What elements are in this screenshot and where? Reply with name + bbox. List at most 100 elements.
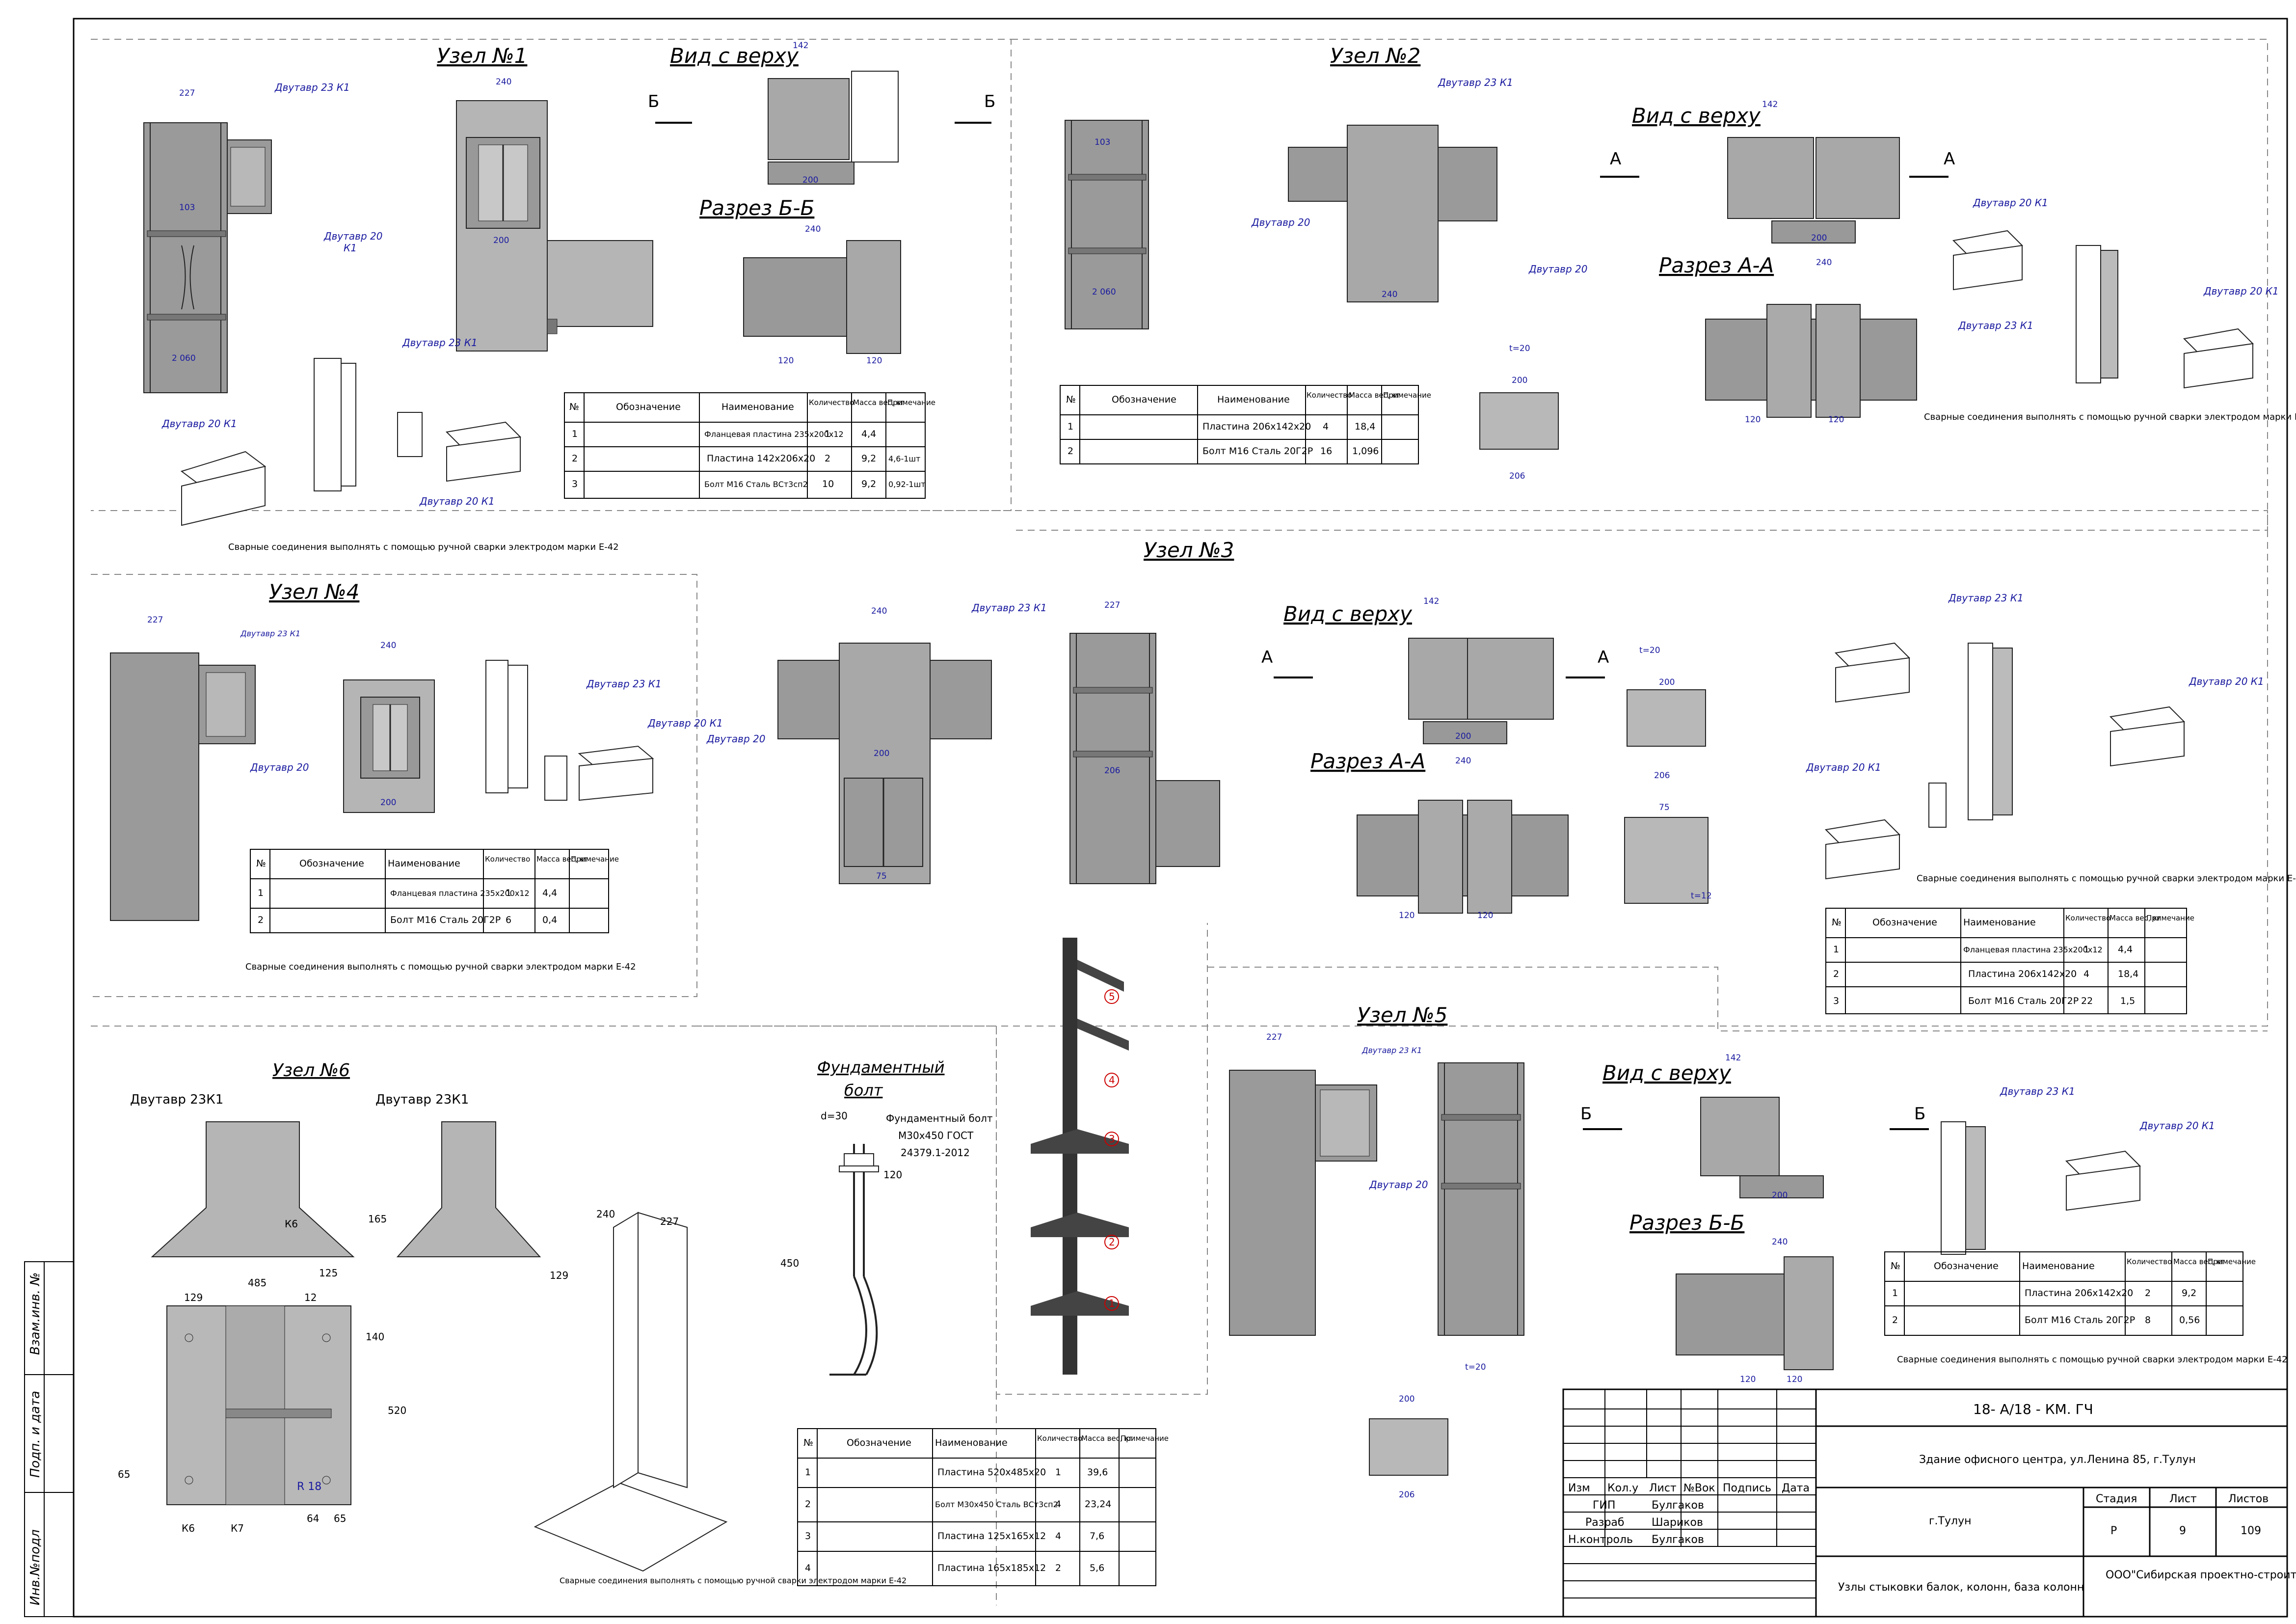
dim-240-n5-sec: 240 bbox=[1772, 1237, 1788, 1247]
t1-r1-c0: 1 bbox=[572, 429, 578, 439]
cut-letter-b-right-5: Б bbox=[1914, 1104, 1925, 1124]
t4-h4: Масса вес, кг bbox=[536, 855, 588, 864]
n1-iso-20b: Двутавр 20 К1 bbox=[419, 495, 495, 507]
n6-label-k6a: К6 bbox=[285, 1218, 298, 1230]
t6-h5: Примечание bbox=[1121, 1434, 1169, 1443]
stamp-r1-name: Булгаков bbox=[1652, 1499, 1704, 1512]
node2-section-title: Разрез А-А bbox=[1659, 253, 1774, 277]
bolt-desc-1: Фундаментный болт bbox=[886, 1112, 993, 1124]
title-block-text: 18- А/18 - КМ. ГЧ Здание офисного центра… bbox=[1568, 1401, 2296, 1594]
n6-beam-b: Двутавр 23К1 bbox=[375, 1092, 469, 1107]
n2-beam-20: Двутавр 20 bbox=[1251, 217, 1310, 228]
frame-sketches[interactable] bbox=[1031, 938, 1129, 1375]
t4-r1-c3: 1 bbox=[506, 888, 511, 898]
stamp-sheet-label: Лист bbox=[2169, 1493, 2197, 1505]
t4-h3: Количество bbox=[485, 855, 530, 864]
table1: № Обозначение Наименование Количество Ма… bbox=[569, 398, 935, 489]
stamp-r2-name: Шариков bbox=[1652, 1516, 1703, 1529]
node5-title: Узел №5 bbox=[1357, 1003, 1447, 1027]
frame-number-5: 5 bbox=[1109, 991, 1115, 1002]
table-grids bbox=[250, 385, 2243, 1586]
dim-200-n5: 200 bbox=[1772, 1191, 1788, 1200]
t1-r3-c0: 3 bbox=[572, 479, 578, 489]
t3-r1-c4: 4,4 bbox=[2118, 944, 2133, 955]
dim-t20-n2: t=20 bbox=[1509, 344, 1530, 353]
t5-r1-c2: Пластина 206х142х20 bbox=[2025, 1288, 2133, 1299]
t3-r1-c0: 1 bbox=[1833, 944, 1839, 955]
dim-120-n2-a: 120 bbox=[1745, 415, 1761, 425]
t4-r2-c0: 2 bbox=[258, 915, 264, 925]
bolt-diameter: d=30 bbox=[821, 1110, 848, 1122]
t3-h5: Примечание bbox=[2146, 914, 2194, 922]
t1-r2-c0: 2 bbox=[572, 453, 578, 464]
stamp-object: Здание офисного центра, ул.Ленина 85, г.… bbox=[1919, 1454, 2196, 1466]
n6-dim-65-b: 65 bbox=[334, 1513, 346, 1524]
t2-r2-c0: 2 bbox=[1068, 446, 1073, 457]
n6-dim-227: 227 bbox=[660, 1216, 679, 1227]
t5-h0: № bbox=[1891, 1261, 1900, 1272]
n6-label-k7: К7 bbox=[231, 1522, 244, 1534]
t6-r4-c3: 2 bbox=[1055, 1563, 1061, 1573]
dim-t20-n5: t=20 bbox=[1465, 1362, 1486, 1372]
table6: № Обозначение Наименование Количество Ма… bbox=[803, 1434, 1169, 1573]
bolt-title-2: болт bbox=[844, 1081, 883, 1100]
t1-h0: № bbox=[569, 402, 579, 412]
dim-t12-n3: t=12 bbox=[1691, 891, 1712, 901]
t4-h0: № bbox=[256, 858, 266, 869]
n5-beam-20: Двутавр 20 bbox=[1369, 1179, 1428, 1191]
dim-120-n1-a: 120 bbox=[778, 356, 794, 366]
dim-240-n1: 240 bbox=[496, 77, 511, 87]
n4-iso-20: Двутавр 20 К1 bbox=[647, 717, 723, 729]
dim-240-n2: 240 bbox=[1382, 290, 1397, 299]
title-block bbox=[1562, 1388, 2288, 1618]
t6-r2-c4: 23,24 bbox=[1085, 1499, 1111, 1510]
dim-2060-n1: 2 060 bbox=[172, 353, 196, 363]
t3-r2-c0: 2 bbox=[1833, 969, 1839, 979]
node1-top-view-title: Вид с верху bbox=[670, 44, 799, 68]
stamp-sheet: 9 bbox=[2179, 1525, 2186, 1537]
node1-title: Узел №1 bbox=[437, 44, 527, 68]
stamp-r3-name: Булгаков bbox=[1652, 1534, 1704, 1546]
t1-r3-c3: 10 bbox=[822, 479, 834, 489]
t4-h2: Наименование bbox=[388, 858, 460, 869]
bolt-dim-450: 450 bbox=[780, 1257, 799, 1269]
t3-h0: № bbox=[1832, 917, 1842, 928]
n5-iso-23: Двутавр 23 К1 bbox=[2000, 1085, 2075, 1097]
t6-h4: Масса вес, кг bbox=[1081, 1434, 1133, 1443]
dim-103-n2: 103 bbox=[1095, 137, 1110, 147]
t6-r1-c0: 1 bbox=[805, 1467, 811, 1478]
t3-r3-c2: Болт М16 Сталь 20Г2Р bbox=[1968, 996, 2079, 1006]
side-stamp bbox=[24, 1261, 74, 1617]
node3-title: Узел №3 bbox=[1144, 538, 1234, 562]
n3-iso-20a: Двутавр 20 К1 bbox=[2189, 676, 2264, 687]
cut-letter-b-right: Б bbox=[984, 92, 995, 111]
t6-r3-c3: 4 bbox=[1055, 1531, 1061, 1542]
node3 bbox=[777, 633, 2186, 914]
dim-120-n5-a: 120 bbox=[1740, 1375, 1756, 1384]
t1-r3-c5: 0,92-1шт bbox=[888, 480, 926, 489]
dim-206-n5-plate: 206 bbox=[1399, 1490, 1415, 1500]
t5-r2-c0: 2 bbox=[1892, 1315, 1898, 1326]
t2-h3: Количество bbox=[1307, 391, 1352, 400]
t1-h1: Обозначение bbox=[616, 402, 681, 412]
t1-r1-c2: Фланцевая пластина 235х200х12 bbox=[704, 430, 844, 439]
dim-227-n1: 227 bbox=[179, 88, 195, 98]
t2-r1-c2: Пластина 206х142х20 bbox=[1202, 421, 1311, 432]
t5-h1: Обозначение bbox=[1934, 1261, 1999, 1272]
n6-dim-125: 125 bbox=[319, 1267, 338, 1279]
stamp-stage-label: Стадия bbox=[2096, 1493, 2137, 1505]
t6-h3: Количество bbox=[1037, 1434, 1082, 1443]
t2-r1-c3: 4 bbox=[1323, 421, 1329, 432]
weld-note-n4: Сварные соединения выполнять с помощью р… bbox=[245, 962, 636, 972]
dim-206-n2-plate: 206 bbox=[1509, 471, 1525, 481]
stamp-head-podp: Подпись bbox=[1723, 1482, 1771, 1494]
dim-240-n1-sec: 240 bbox=[805, 224, 821, 234]
t6-r3-c4: 7,6 bbox=[1090, 1531, 1104, 1542]
dim-227-n4: 227 bbox=[147, 615, 163, 625]
stamp-code: 18- А/18 - КМ. ГЧ bbox=[1973, 1401, 2093, 1417]
n1-beam-20: Двутавр 20 bbox=[323, 230, 382, 242]
table4: № Обозначение Наименование Количество Ма… bbox=[256, 855, 619, 925]
weld-note-n2: Сварные соединения выполнять с помощью р… bbox=[1924, 412, 2296, 422]
n4-beam-20: Двутавр 20 bbox=[250, 761, 309, 773]
